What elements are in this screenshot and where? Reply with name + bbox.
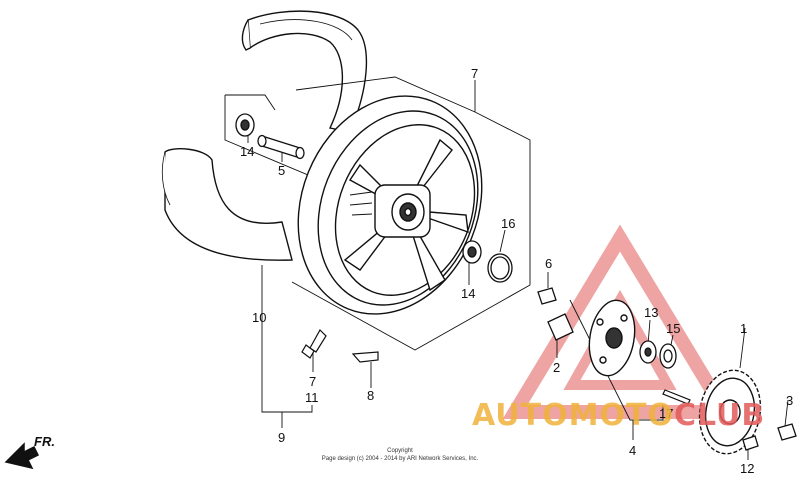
balance-weight-8 (351, 351, 379, 363)
collar-6 (537, 287, 557, 305)
watermark-accent: CLUB (673, 398, 766, 433)
callout-2: 2 (553, 360, 560, 375)
callout-12: 12 (740, 461, 754, 476)
tire-lower (161, 148, 293, 261)
tire-upper (241, 10, 368, 133)
callout-16: 16 (501, 216, 515, 231)
callout-13: 13 (644, 305, 658, 320)
callout-14-lower: 14 (461, 286, 475, 301)
bearing-14-lower (462, 240, 482, 264)
watermark-text: AUTOMOTOCLUB (472, 398, 765, 433)
callout-5: 5 (278, 163, 285, 178)
nut-12 (742, 435, 759, 451)
o-ring-16 (487, 253, 513, 283)
nut-3 (777, 423, 797, 441)
callout-7-rim: 7 (471, 66, 478, 81)
front-label: FR. (34, 434, 55, 449)
callout-3: 3 (786, 393, 793, 408)
callout-7-valve: 7 (309, 374, 316, 389)
watermark-main: AUTOMOTO (472, 398, 674, 433)
callout-8: 8 (367, 388, 374, 403)
callout-15: 15 (666, 321, 680, 336)
callout-14-upper: 14 (240, 144, 254, 159)
copyright-line-1: Copyright (387, 448, 413, 454)
callout-17: 17 (659, 406, 673, 421)
bearing-14-upper (235, 113, 255, 137)
front-arrow-icon (4, 442, 40, 470)
valve-stem (301, 329, 327, 359)
callout-10: 10 (252, 310, 266, 325)
stud-17 (662, 389, 691, 405)
callout-6: 6 (545, 256, 552, 271)
callout-1: 1 (740, 321, 747, 336)
bearing-13 (639, 340, 657, 364)
copyright-line-2: Page design (c) 2004 - 2014 by ARI Netwo… (321, 456, 479, 462)
sprocket-flange (588, 299, 636, 377)
spacer-5 (257, 134, 305, 160)
callout-4: 4 (629, 443, 636, 458)
sprocket-1 (698, 369, 762, 455)
seal-15 (659, 343, 677, 369)
wheel-assembly (297, 95, 483, 315)
callout-11: 11 (305, 390, 319, 405)
callout-9: 9 (278, 430, 285, 445)
damper-2 (547, 313, 574, 341)
